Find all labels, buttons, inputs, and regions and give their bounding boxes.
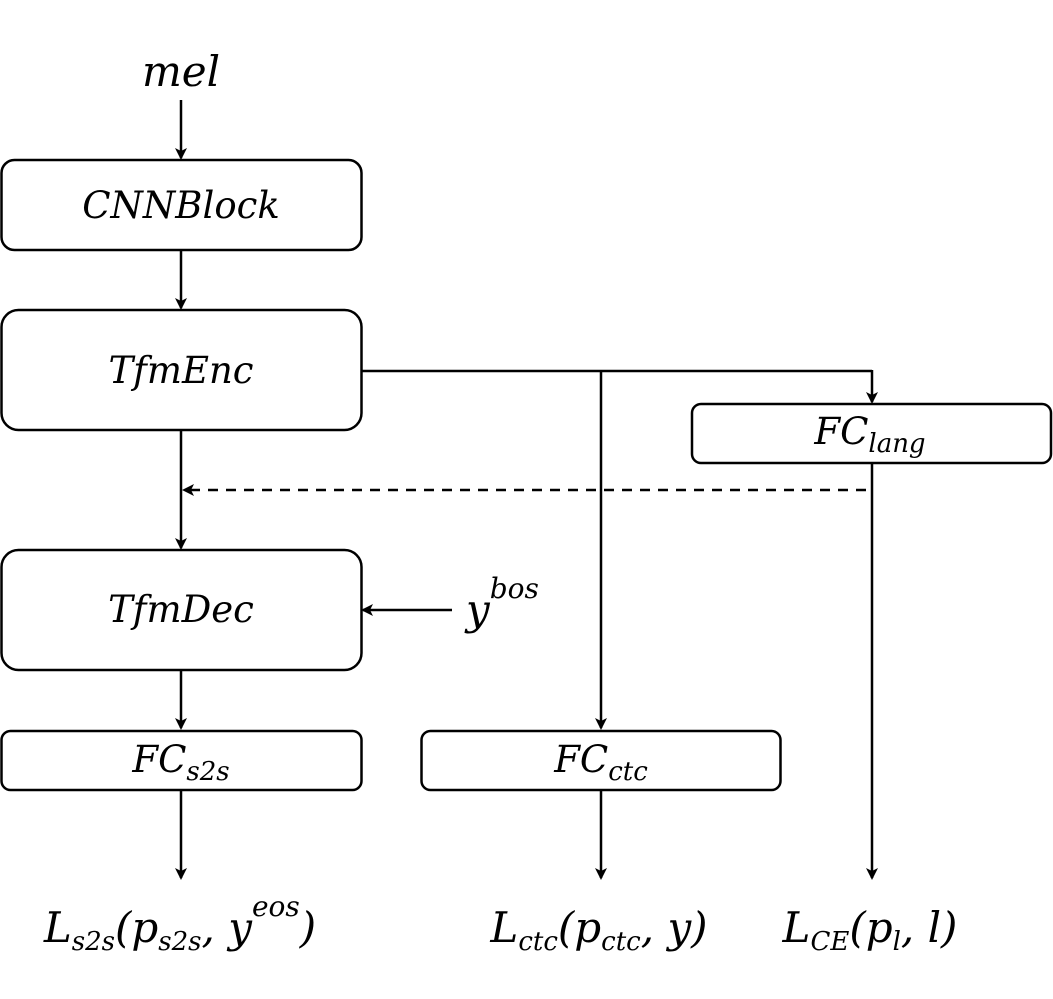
fc-ctc-box (420, 729, 782, 792)
fc-ctc-main: FC (553, 738, 608, 781)
loss-s2s-open: (p (115, 903, 158, 952)
cnn-block-label: CNNBlock (82, 184, 280, 227)
loss-ce-arg-subscript: l (893, 927, 901, 957)
tfm-dec-box (0, 548, 363, 672)
fc-s2s-main: FC (131, 738, 186, 781)
loss-s2s-label: Ls2s(ps2s, yeos) (43, 890, 316, 957)
loss-s2s-superscript: eos (252, 890, 300, 923)
input-mel-label: mel (142, 47, 220, 96)
loss-ce-open: (p (849, 903, 892, 952)
fc-ctc-label: FCctc (553, 738, 648, 787)
fc-s2s-label: FCs2s (131, 738, 229, 787)
bos-main: y (464, 585, 491, 634)
tfm-dec-label: TfmDec (108, 588, 254, 631)
loss-ctc-open: (p (558, 903, 601, 952)
loss-s2s-subscript: s2s (72, 927, 115, 957)
loss-ce-subscript: CE (810, 927, 849, 957)
tfm-enc-box (0, 308, 363, 432)
loss-s2s-close: ) (299, 903, 316, 952)
fc-lang-subscript: lang (868, 429, 925, 459)
fc-ctc-subscript: ctc (608, 757, 648, 787)
loss-ctc-main: L (489, 903, 518, 952)
loss-ce-main: L (782, 903, 811, 952)
cnn-block-box (0, 158, 363, 252)
loss-ce-close: , l) (901, 903, 958, 952)
loss-ctc-close: , y) (641, 903, 708, 952)
loss-s2s-mid: , y (202, 903, 254, 952)
loss-s2s-arg-subscript: s2s (158, 927, 201, 957)
fc-s2s-box (0, 729, 363, 792)
bos-input-label: ybos (464, 572, 539, 634)
loss-ctc-arg-subscript: ctc (601, 927, 641, 957)
fc-lang-label: FClang (813, 410, 925, 459)
tfm-enc-label: TfmEnc (108, 349, 253, 392)
fc-lang-main: FC (813, 410, 868, 453)
loss-s2s-main: L (43, 903, 72, 952)
fc-s2s-subscript: s2s (186, 757, 229, 787)
loss-ctc-label: Lctc(pctc, y) (489, 903, 707, 957)
fc-lang-box (690, 402, 1053, 465)
loss-ctc-subscript: ctc (518, 927, 558, 957)
loss-ce-label: LCE(pl, l) (782, 903, 958, 957)
bos-superscript: bos (490, 572, 539, 605)
